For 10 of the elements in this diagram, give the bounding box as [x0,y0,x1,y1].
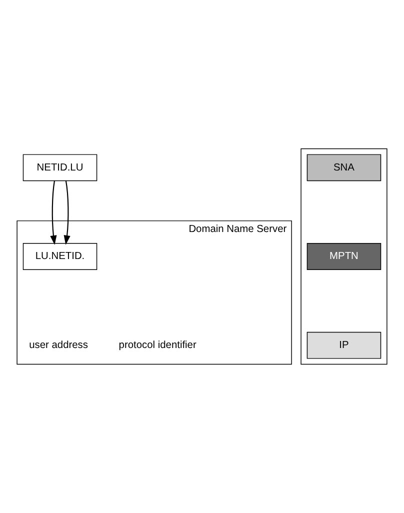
arrow [50,180,57,245]
cluster [300,148,388,365]
arrow [64,180,70,245]
node-box: SNA [306,154,382,182]
node-box: IP [306,332,382,359]
node-box: NETID.LU [22,154,98,182]
label: protocol identifier [118,340,196,352]
label: user address [29,340,88,352]
node-box: LU.NETID. [22,243,98,270]
node-box: MPTN [306,243,382,270]
